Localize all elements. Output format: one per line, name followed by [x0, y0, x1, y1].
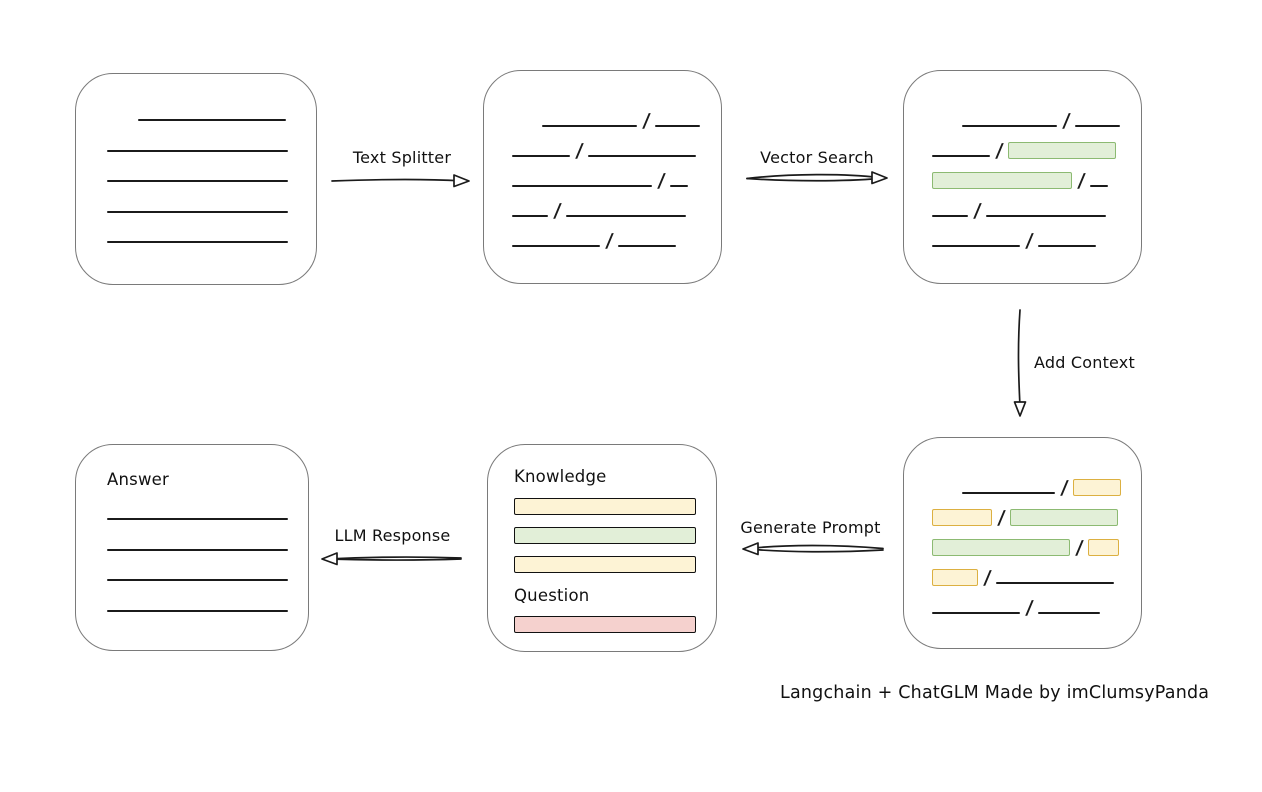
- vector-search-result-node: /////: [903, 70, 1142, 284]
- chunk-row: /: [512, 189, 721, 222]
- context-node: /////: [903, 437, 1142, 649]
- text-line: [107, 548, 288, 551]
- chunk-row: /: [512, 219, 721, 252]
- text-line: [107, 149, 288, 152]
- question-heading: Question: [514, 586, 590, 605]
- slash-separator: /: [1024, 230, 1035, 252]
- chunk-row: /: [932, 189, 1141, 222]
- green-bar: [514, 527, 696, 544]
- text-line: [107, 579, 288, 581]
- text-line: [107, 609, 288, 612]
- chunk-row: /: [932, 99, 1141, 132]
- chunk-rows: /////: [904, 438, 1141, 619]
- text-line: [669, 185, 688, 187]
- chunk-rows: /////: [484, 71, 721, 252]
- text-line: [512, 245, 600, 247]
- yellow-bar: [514, 498, 696, 515]
- text-line: [512, 185, 652, 187]
- text-line: [962, 125, 1057, 127]
- chunk-row: /: [932, 159, 1141, 192]
- chunk-rows: /////: [904, 71, 1141, 252]
- text-line: [932, 612, 1020, 614]
- llm-response-arrow: [321, 552, 462, 566]
- chunk-row: /: [932, 586, 1141, 619]
- text-line: [512, 215, 548, 217]
- yellow-bar: [514, 556, 696, 573]
- knowledge-heading: Knowledge: [514, 467, 607, 486]
- answer-node: Answer: [75, 444, 309, 651]
- text-line: [565, 215, 686, 217]
- text-splitter-label: Text Splitter: [352, 148, 452, 167]
- text-line: [962, 492, 1055, 494]
- yellow-chunk: [932, 509, 992, 526]
- text-line: [542, 125, 637, 127]
- text-line: [107, 518, 288, 520]
- text-line: [995, 582, 1114, 584]
- text-line: [985, 215, 1106, 217]
- text-line: [107, 180, 288, 182]
- knowledge-bars: [514, 498, 716, 573]
- text-line: [932, 155, 990, 157]
- text-line: [512, 155, 570, 157]
- llm-response-label: LLM Response: [334, 526, 451, 545]
- text-splitter-arrow: [331, 174, 470, 188]
- chunk-row: /: [932, 526, 1141, 559]
- generate-prompt-label: Generate Prompt: [740, 518, 881, 537]
- text-line: [932, 245, 1020, 247]
- slash-separator: /: [1024, 597, 1035, 619]
- add-context-arrow: [1013, 309, 1027, 417]
- chunk-row: /: [932, 129, 1141, 162]
- text-line: [107, 210, 288, 213]
- chunk-row: /: [512, 159, 721, 192]
- document-node: [75, 73, 317, 285]
- question-bar: [514, 616, 716, 633]
- green-chunk: [1009, 509, 1118, 526]
- yellow-chunk: [1087, 539, 1119, 556]
- answer-text-lines: [76, 489, 308, 612]
- text-line: [138, 119, 286, 121]
- text-line: [107, 241, 288, 243]
- chunk-row: /: [932, 556, 1141, 589]
- chunk-row: /: [932, 496, 1141, 529]
- text-line: [617, 245, 676, 247]
- green-chunk: [932, 539, 1070, 556]
- text-line: [587, 155, 696, 157]
- text-line: [1037, 245, 1096, 247]
- chunk-row: /: [512, 99, 721, 132]
- vector-search-label: Vector Search: [760, 148, 874, 167]
- text-line: [1074, 125, 1120, 127]
- red-bar: [514, 616, 696, 633]
- caption-credit: Langchain + ChatGLM Made by imClumsyPand…: [780, 683, 1210, 703]
- text-line: [1089, 185, 1108, 187]
- slash-separator: /: [604, 230, 615, 252]
- green-chunk: [932, 172, 1072, 189]
- prompt-node: Knowledge Question: [487, 444, 717, 652]
- vector-search-arrow: [746, 171, 888, 185]
- generate-prompt-arrow: [742, 542, 884, 556]
- answer-heading: Answer: [107, 470, 169, 489]
- chunk-row: /: [932, 219, 1141, 252]
- yellow-chunk: [932, 569, 978, 586]
- text-line: [1037, 612, 1100, 614]
- yellow-chunk: [1072, 479, 1121, 496]
- add-context-label: Add Context: [1034, 353, 1135, 372]
- chunk-row: /: [932, 466, 1141, 499]
- chunk-row: /: [512, 129, 721, 162]
- document-text-lines: [76, 74, 316, 243]
- green-chunk: [1007, 142, 1116, 159]
- split-chunks-node: /////: [483, 70, 722, 284]
- text-line: [654, 125, 700, 127]
- text-line: [932, 215, 968, 217]
